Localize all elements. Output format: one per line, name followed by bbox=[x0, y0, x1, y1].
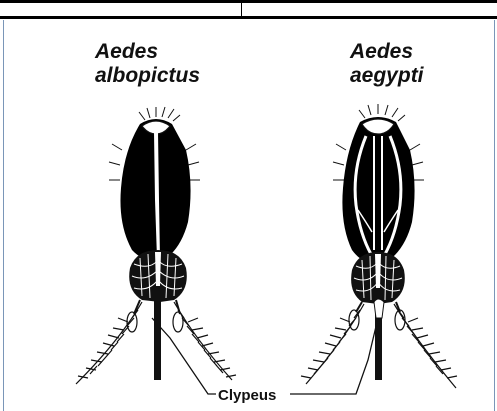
mosquito-albopictus bbox=[76, 107, 236, 384]
proboscis-albopictus bbox=[154, 300, 161, 380]
clypeus-label: Clypeus bbox=[218, 387, 276, 404]
scutum-aegypti bbox=[342, 117, 414, 266]
mosquito-aegypti bbox=[301, 104, 457, 388]
clypeus-aegypti bbox=[374, 299, 384, 318]
head-stripe-aegypti bbox=[375, 254, 381, 288]
head-stripe-albopictus bbox=[155, 252, 161, 286]
